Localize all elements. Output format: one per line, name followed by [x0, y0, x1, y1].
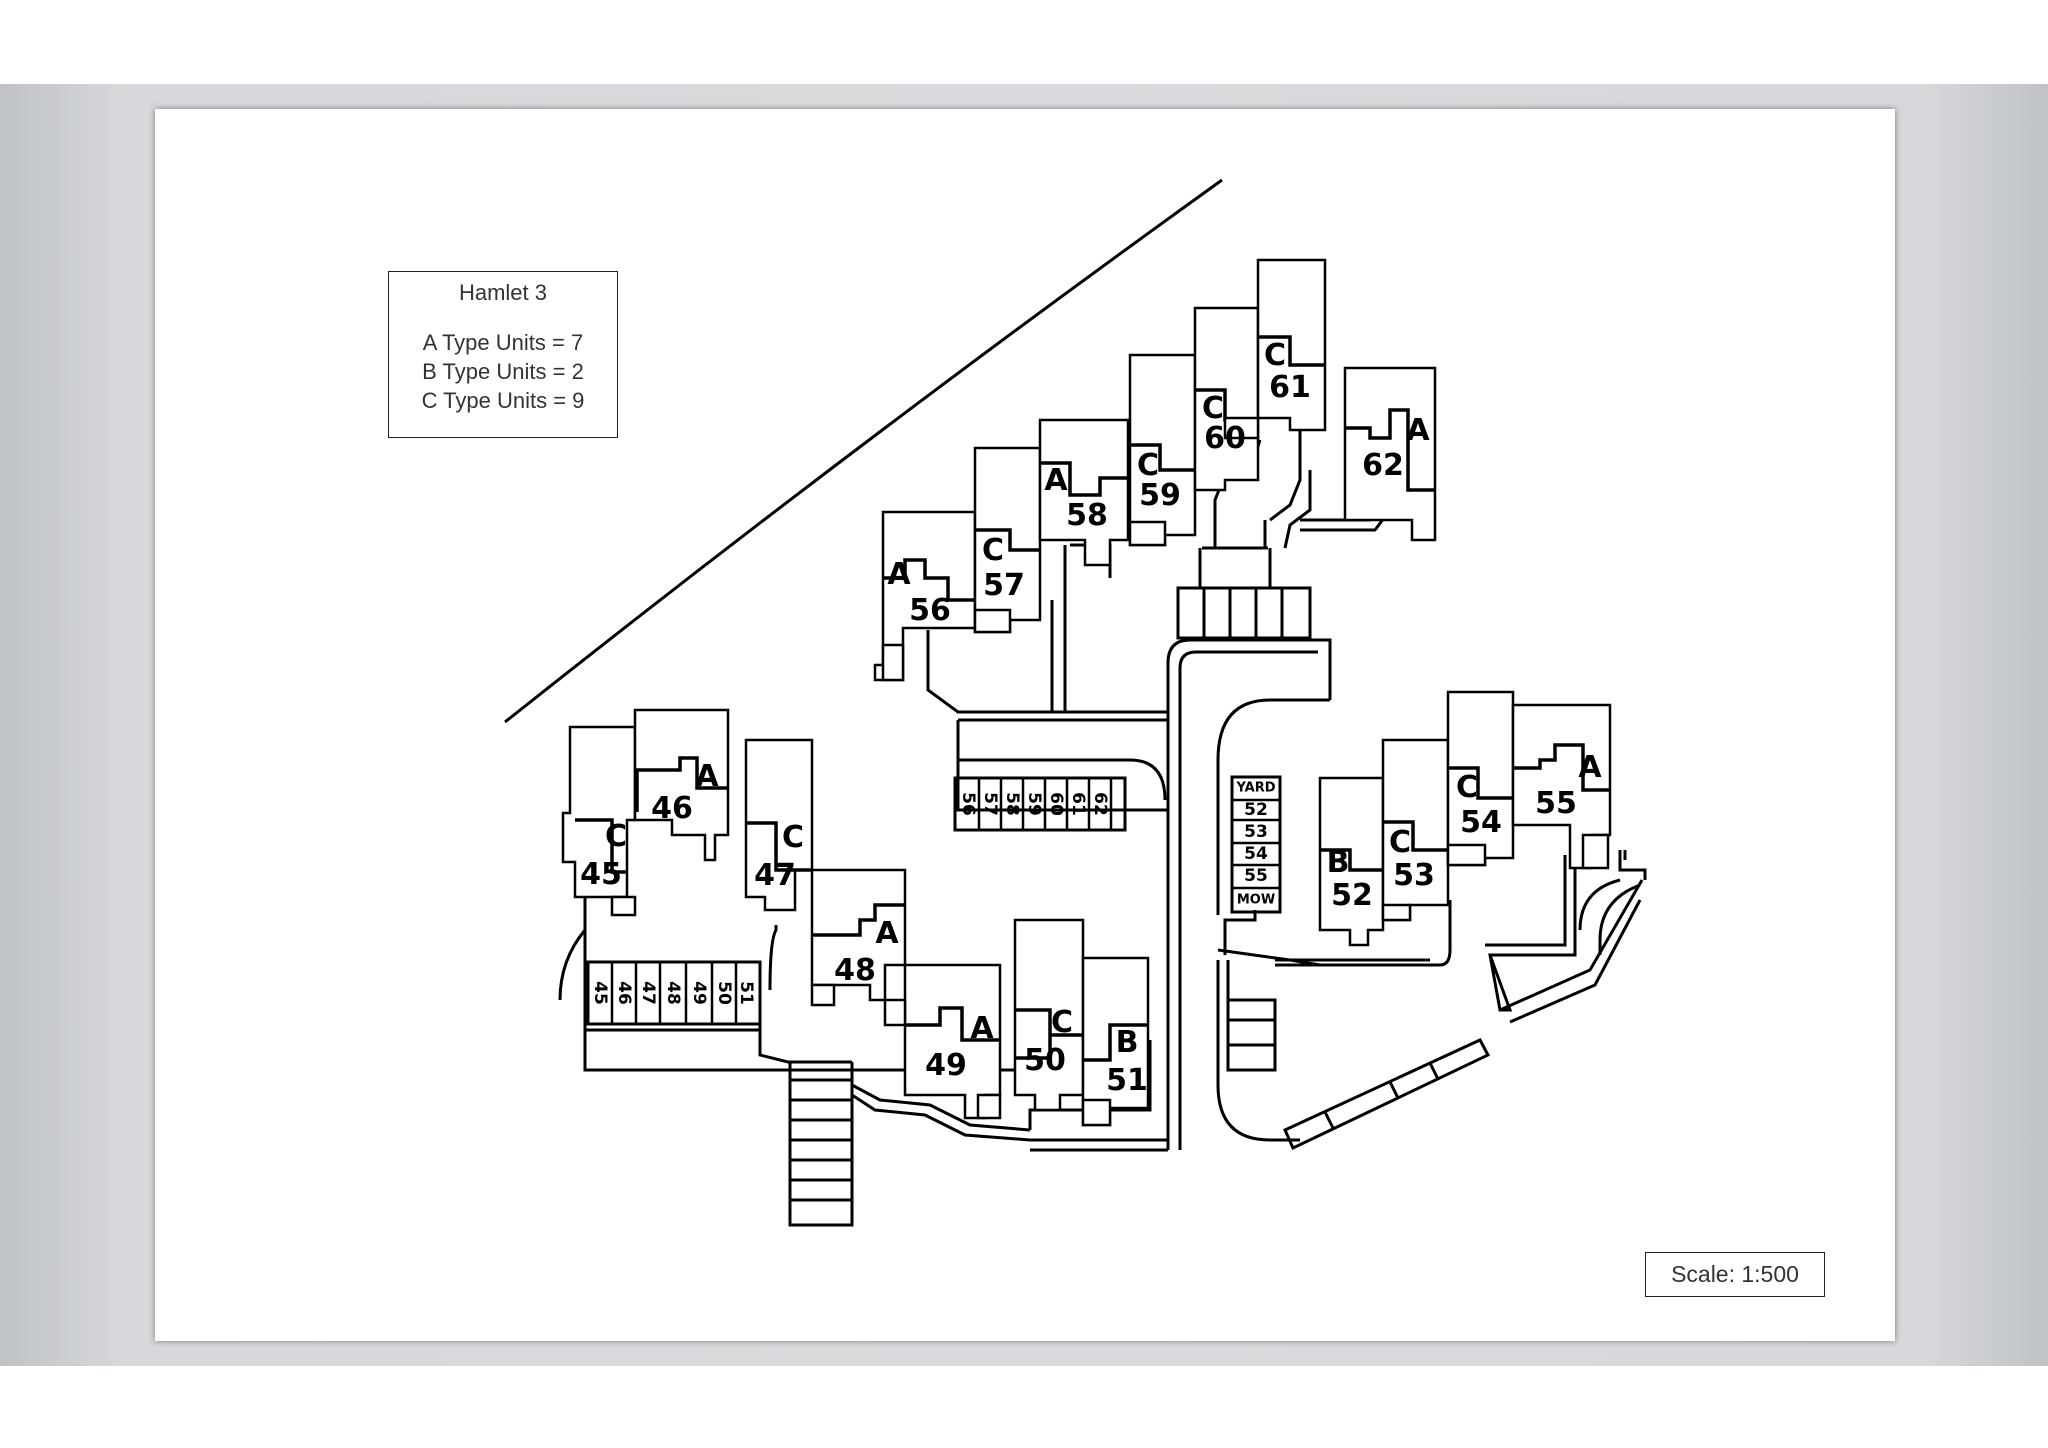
store-label-west-46: 46 [614, 981, 634, 1005]
unit-type-label-49: A [970, 1011, 994, 1046]
unit-building-46 [633, 708, 730, 862]
scale-box: Scale: 1:500 [1645, 1252, 1825, 1297]
unit-number-label-59: 59 [1139, 478, 1181, 513]
unit-type-label-53: C [1389, 825, 1411, 860]
store-label-east-55: 55 [1244, 866, 1268, 886]
unit-number-label-56: 56 [909, 593, 951, 628]
store-label-north-62: 62 [1090, 792, 1110, 816]
unit-number-label-60: 60 [1204, 421, 1246, 456]
unit-type-label-56: A [887, 557, 911, 592]
store-label-west-49: 49 [689, 981, 709, 1005]
unit-type-label-54: C [1456, 770, 1478, 805]
legend-title: Hamlet 3 [458, 280, 548, 305]
store-label-east-54: 54 [1244, 844, 1268, 864]
store-label-north-61: 61 [1068, 792, 1088, 816]
parking-north [1176, 586, 1312, 640]
unit-number-label-46: 46 [651, 791, 693, 826]
store-label-east-53: 53 [1244, 822, 1268, 842]
unit-type-label-47: C [782, 820, 804, 855]
store-label-north-59: 59 [1024, 792, 1044, 816]
unit-building-47 [744, 738, 814, 912]
unit-number-label-58: 58 [1066, 498, 1108, 533]
store-label-north-58: 58 [1002, 792, 1022, 816]
store-label-north-57: 57 [980, 792, 1000, 816]
boundary-line [504, 178, 1223, 724]
unit-number-label-53: 53 [1393, 858, 1435, 893]
unit-number-label-54: 54 [1460, 805, 1502, 840]
unit-number-label-49: 49 [925, 1048, 967, 1083]
unit-type-label-51: B [1116, 1025, 1139, 1060]
unit-number-label-55: 55 [1535, 786, 1577, 821]
unit-number-label-45: 45 [580, 857, 622, 892]
store-label-east-mow: MOW [1237, 893, 1275, 908]
store-label-west-50: 50 [714, 981, 734, 1005]
unit-number-label-52: 52 [1331, 878, 1373, 913]
store-block-east [1230, 775, 1282, 914]
unit-building-58 [1038, 418, 1130, 567]
store-label-east-yard: YARD [1235, 781, 1275, 796]
unit-number-label-61: 61 [1269, 370, 1311, 405]
unit-type-label-46: A [695, 759, 719, 794]
legend-line-b: B Type Units = 2 [422, 359, 584, 384]
unit-number-label-62: 62 [1362, 448, 1404, 483]
unit-number-label-48: 48 [834, 953, 876, 988]
unit-number-label-47: 47 [754, 858, 796, 893]
unit-type-label-52: B [1327, 845, 1350, 880]
unit-type-label-61: C [1264, 338, 1286, 373]
unit-number-label-57: 57 [983, 568, 1025, 603]
unit-number-label-50: 50 [1024, 1043, 1066, 1078]
unit-type-label-58: A [1044, 463, 1068, 498]
unit-number-label-51: 51 [1106, 1063, 1148, 1098]
unit-type-label-48: A [875, 916, 899, 951]
legend-line-c: C Type Units = 9 [421, 388, 585, 413]
store-label-north-60: 60 [1046, 792, 1066, 816]
unit-type-label-45: C [605, 819, 627, 854]
unit-type-label-62: A [1406, 413, 1430, 448]
unit-type-label-60: C [1202, 391, 1224, 426]
parking-east [1283, 1038, 1491, 1151]
store-label-north-56: 56 [958, 792, 978, 816]
unit-building-62 [1343, 366, 1437, 542]
store-label-west-48: 48 [663, 981, 683, 1005]
store-label-west-47: 47 [638, 981, 658, 1005]
legend-box: Hamlet 3 A Type Units = 7 B Type Units =… [388, 271, 618, 438]
store-label-east-52: 52 [1244, 800, 1268, 820]
store-dividers-north [586, 778, 1280, 1024]
unit-type-label-59: C [1137, 448, 1159, 483]
unit-type-label-57: C [982, 533, 1004, 568]
main-road [1166, 638, 1332, 1150]
store-block-north [953, 776, 1127, 832]
store-label-west-45: 45 [590, 981, 610, 1005]
store-label-west-51: 51 [736, 981, 756, 1005]
unit-type-label-50: C [1051, 1005, 1073, 1040]
legend-line-a: A Type Units = 7 [422, 330, 584, 355]
unit-type-label-55: A [1578, 750, 1602, 785]
